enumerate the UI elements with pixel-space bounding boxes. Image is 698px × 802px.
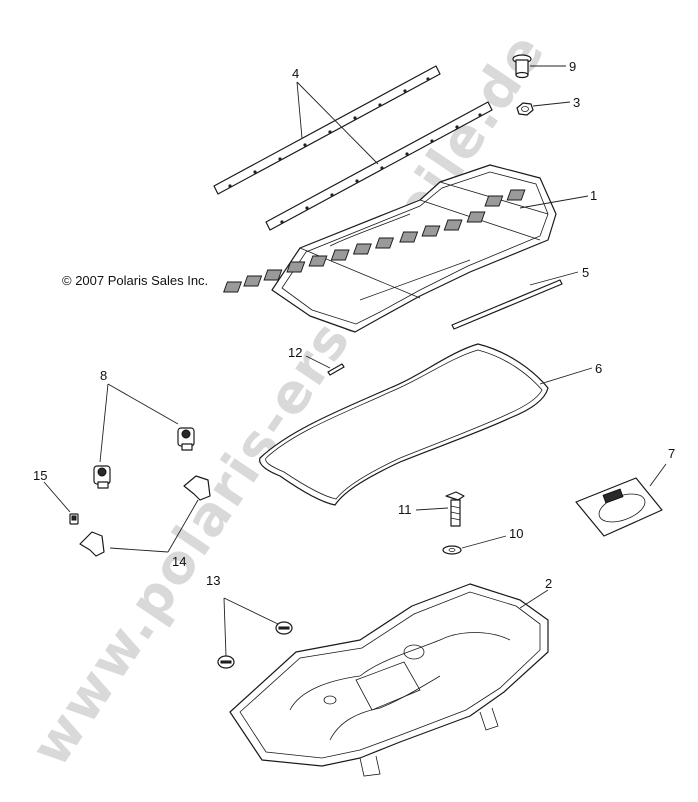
part-4-strips [213,65,493,231]
part-1-tray [223,164,557,333]
part-2-tub [229,583,549,777]
callout-6: 6 [595,361,602,376]
callout-9: 9 [569,59,576,74]
part-15-clip [69,513,79,525]
part-3-nut [516,102,534,116]
callout-13: 13 [206,573,220,588]
callout-12: 12 [288,345,302,360]
callout-11: 11 [398,502,412,517]
copyright-text: © 2007 Polaris Sales Inc. [62,273,208,288]
callout-14: 14 [172,554,186,569]
callout-15: 15 [33,468,47,483]
callout-2: 2 [545,576,552,591]
callout-8: 8 [100,368,107,383]
callout-1: 1 [590,188,597,203]
part-12-pin [327,363,345,376]
part-8-latches [93,427,195,489]
part-7-decal [575,477,663,537]
callout-4: 4 [292,66,299,81]
callout-7: 7 [668,446,675,461]
part-9-bolt [512,54,532,79]
part-5-rod [451,279,563,330]
callout-3: 3 [573,95,580,110]
part-14-brackets [79,475,211,557]
part-13-plugs [217,621,293,669]
part-6-seal [259,343,549,506]
part-11-screw [445,491,465,527]
callout-5: 5 [582,265,589,280]
callout-10: 10 [509,526,523,541]
part-10-washer [442,545,462,555]
